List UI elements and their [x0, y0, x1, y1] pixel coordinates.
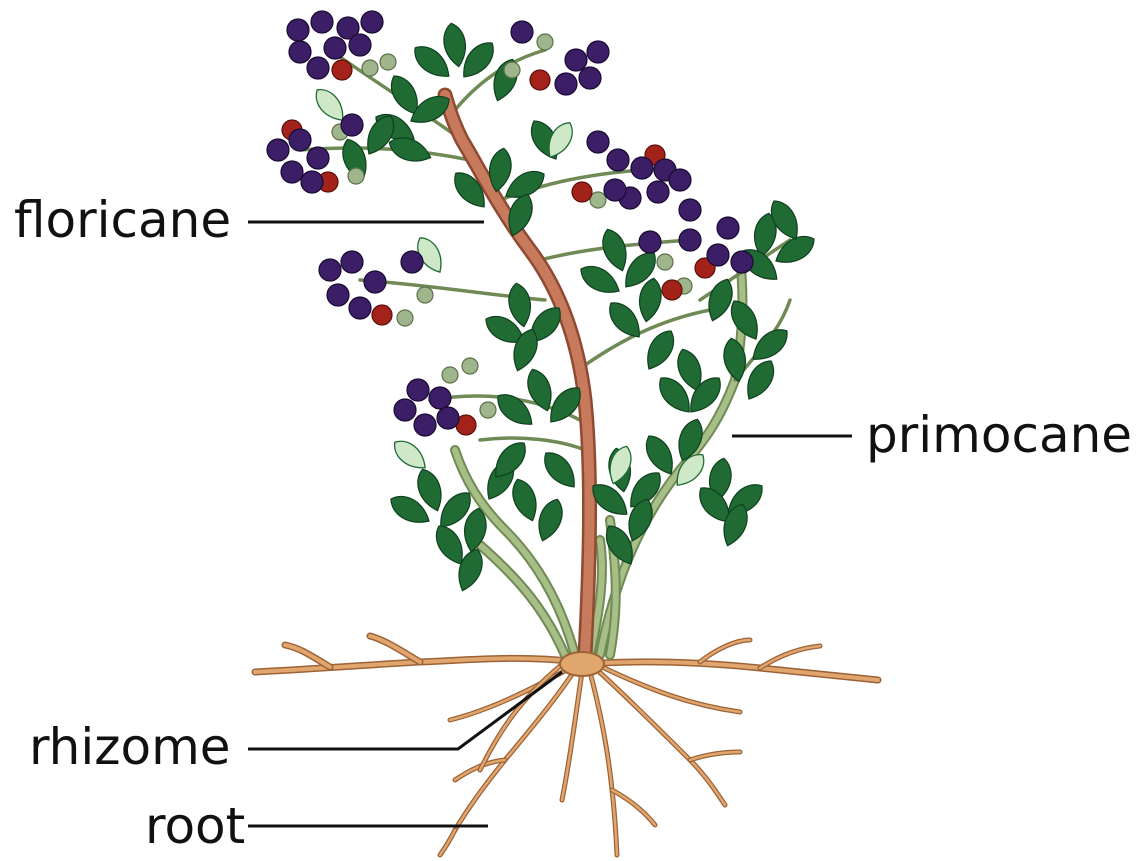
- ripe-berry: [679, 199, 701, 221]
- unripe-berry: [462, 358, 478, 374]
- ripe-berry: [341, 114, 363, 136]
- red-berry: [332, 60, 352, 80]
- root-strand: [590, 672, 617, 855]
- red-berry: [372, 305, 392, 325]
- ripe-berry: [364, 271, 386, 293]
- ripe-berry: [407, 379, 429, 401]
- ripe-berry: [429, 387, 451, 409]
- ripe-berry: [707, 244, 729, 266]
- rhizome-knot: [560, 652, 604, 676]
- ripe-berry: [394, 399, 416, 421]
- ripe-berry: [555, 73, 577, 95]
- ripe-berry: [361, 11, 383, 33]
- ripe-berry: [639, 231, 661, 253]
- ripe-berry: [647, 181, 669, 203]
- ripe-berry: [414, 414, 436, 436]
- unripe-berry: [480, 402, 496, 418]
- label-floricane-group: floricane: [14, 191, 484, 249]
- ripe-berry: [311, 11, 333, 33]
- ripe-berry: [604, 179, 626, 201]
- label-rhizome-group: rhizome: [29, 672, 562, 776]
- ripe-berry: [349, 34, 371, 56]
- leaf: [636, 277, 664, 324]
- root-strand-fill: [562, 672, 582, 800]
- unripe-berry: [348, 168, 364, 184]
- ripe-berry: [281, 161, 303, 183]
- ripe-berry: [289, 41, 311, 63]
- ripe-berry: [717, 217, 739, 239]
- unripe-berry: [397, 310, 413, 326]
- ripe-berry: [267, 139, 289, 161]
- ripe-berry: [587, 41, 609, 63]
- ripe-berry: [565, 49, 587, 71]
- unripe-berry: [657, 254, 673, 270]
- ripe-berry: [287, 19, 309, 41]
- ripe-berry: [289, 129, 311, 151]
- label-primocane: primocane: [866, 406, 1132, 464]
- unripe-berry: [362, 60, 378, 76]
- ripe-berry: [679, 229, 701, 251]
- ripe-berry: [349, 297, 371, 319]
- root-strand-fill: [440, 830, 455, 855]
- root-strand: [612, 790, 655, 825]
- ripe-berry: [579, 67, 601, 89]
- unripe-berry: [417, 287, 433, 303]
- unripe-berry: [504, 62, 520, 78]
- unripe-berry: [442, 367, 458, 383]
- red-berry: [572, 182, 592, 202]
- red-berry: [662, 280, 682, 300]
- root-strand: [595, 668, 725, 805]
- ripe-berry: [437, 407, 459, 429]
- ripe-berry: [307, 57, 329, 79]
- branch: [480, 438, 585, 450]
- ripe-berry: [607, 149, 629, 171]
- red-berry: [530, 70, 550, 90]
- leaf: [508, 476, 543, 525]
- ripe-berry: [511, 21, 533, 43]
- ripe-berry: [319, 259, 341, 281]
- unripe-berry: [537, 34, 553, 50]
- label-floricane: floricane: [14, 191, 231, 249]
- ripe-berry: [587, 131, 609, 153]
- leaf-light: [389, 435, 431, 475]
- root-strand-fill: [370, 636, 420, 662]
- ripe-berry: [301, 171, 323, 193]
- label-rhizome: rhizome: [29, 718, 231, 776]
- ripe-berry: [341, 251, 363, 273]
- ripe-berry: [731, 251, 753, 273]
- leaf: [488, 56, 523, 105]
- unripe-berry: [590, 192, 606, 208]
- label-root-group: root: [145, 797, 488, 855]
- unripe-berry: [380, 54, 396, 70]
- leaf: [533, 496, 568, 545]
- root-strand: [760, 646, 820, 668]
- label-root: root: [145, 797, 245, 855]
- leaf: [538, 446, 582, 493]
- ripe-berry: [327, 284, 349, 306]
- ripe-berry: [324, 37, 346, 59]
- leaf: [640, 326, 680, 375]
- ripe-berry: [631, 157, 653, 179]
- root-strand: [700, 640, 750, 662]
- ripe-berry: [307, 147, 329, 169]
- ripe-berry: [401, 251, 423, 273]
- label-primocane-group: primocane: [732, 406, 1132, 464]
- ripe-berry: [669, 169, 691, 191]
